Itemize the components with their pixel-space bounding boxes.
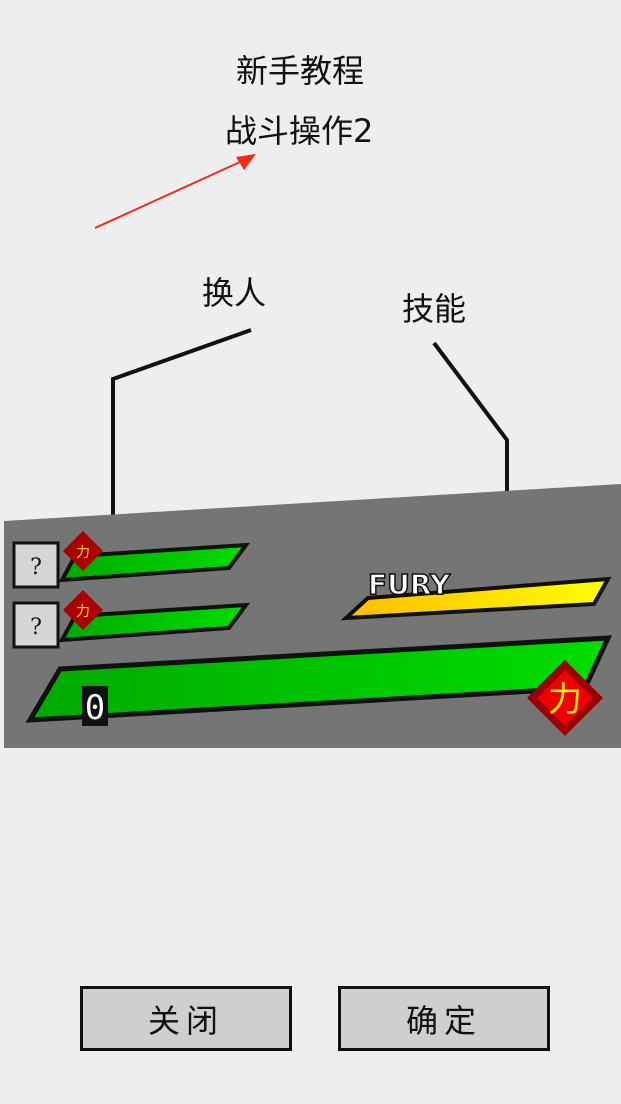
confirm-button[interactable]: 确定 (338, 986, 550, 1051)
party-avatar-label: ? (30, 615, 42, 640)
tutorial-title: 新手教程 (236, 52, 365, 90)
pointer-arrow (94, 154, 256, 229)
party-badge-icon (63, 590, 103, 630)
party-badge-icon (63, 531, 103, 571)
party-badge-label: 力 (76, 545, 90, 561)
switch-character-label: 换人 (202, 274, 267, 312)
party-badge-label: 力 (76, 604, 90, 620)
main-badge-label: 力 (548, 680, 582, 720)
main-value-box (82, 686, 108, 726)
party-hp-bar (58, 542, 251, 583)
party-avatar-box[interactable] (12, 541, 60, 589)
fury-bar (340, 576, 612, 621)
party-hp-bar (58, 602, 251, 643)
skill-label: 技能 (402, 290, 467, 328)
switch-callout-line (111, 328, 252, 516)
close-button[interactable]: 关闭 (80, 986, 292, 1051)
party-avatar-box[interactable] (12, 601, 60, 649)
fury-label: FURY (368, 568, 451, 601)
party-slot-2[interactable] (12, 590, 251, 649)
party-avatar-label: ? (30, 555, 42, 580)
party-slot-1[interactable] (12, 531, 251, 589)
main-badge-icon (527, 660, 603, 736)
tutorial-subtitle: 战斗操作2 (225, 112, 374, 150)
main-value-label: 0 (85, 688, 105, 728)
